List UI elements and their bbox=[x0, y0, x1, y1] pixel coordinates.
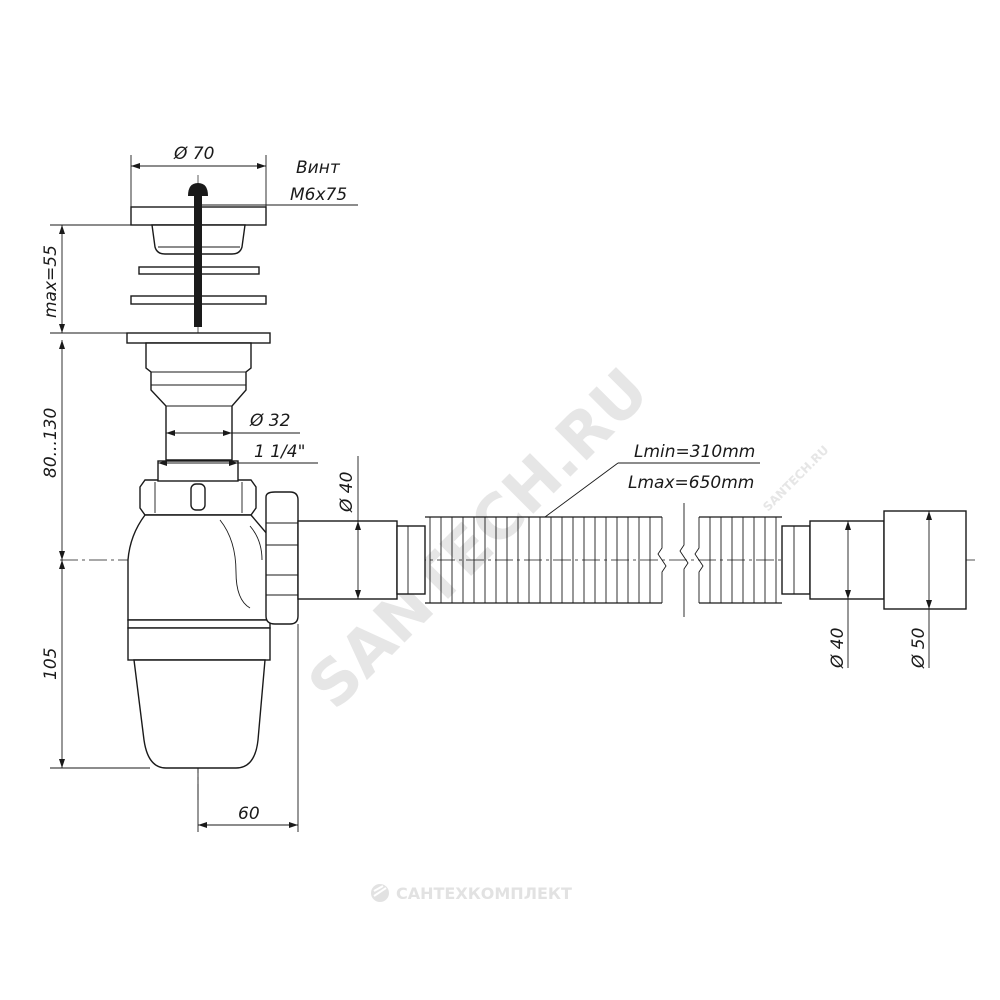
trap-body bbox=[127, 514, 271, 769]
watermark-bottom: САНТЕХКОМПЛЕКТ bbox=[371, 884, 572, 903]
break-mark bbox=[679, 503, 689, 617]
outlet-diameter-label: Ø 40 bbox=[337, 472, 357, 513]
watermark-bottom-text: САНТЕХКОМПЛЕКТ bbox=[396, 884, 572, 903]
length-callout: Lmin=310mm Lmax=650mm bbox=[544, 442, 760, 518]
corrugated-hose-left bbox=[425, 516, 667, 604]
thread-label: 1 1/4" bbox=[254, 442, 305, 462]
dimension-max-height: max=55 bbox=[41, 224, 150, 334]
outlet-pipe bbox=[297, 520, 426, 600]
dimension-thread: 1 1/4" bbox=[158, 442, 318, 466]
side-outlet-nut bbox=[265, 491, 299, 625]
watermark-corner: SANTECH.RU bbox=[760, 443, 831, 514]
offset-label: 60 bbox=[238, 804, 260, 824]
screw-label: Винт bbox=[296, 158, 341, 178]
dimension-end-small: Ø 40 bbox=[828, 521, 851, 669]
dimension-top-diameter: Ø 70 bbox=[130, 144, 267, 207]
union-nut bbox=[139, 460, 257, 516]
dimension-outlet-diameter: Ø 40 bbox=[337, 456, 361, 599]
corrugated-hose-right bbox=[694, 516, 782, 604]
length-max-label: Lmax=650mm bbox=[628, 473, 754, 493]
screw-callout: Винт M6x75 bbox=[198, 158, 358, 206]
santechkomplekt-logo-icon bbox=[371, 884, 389, 902]
screw bbox=[188, 183, 208, 327]
end-fittings bbox=[781, 510, 967, 610]
sink-flange bbox=[126, 332, 271, 461]
dimension-end-large: Ø 50 bbox=[909, 511, 932, 669]
max-height-label: max=55 bbox=[41, 245, 61, 318]
dimension-bottom-height: 105 bbox=[41, 560, 150, 769]
top-diameter-label: Ø 70 bbox=[173, 144, 214, 164]
end-small-label: Ø 40 bbox=[828, 628, 848, 669]
length-min-label: Lmin=310mm bbox=[634, 442, 755, 462]
bottom-height-label: 105 bbox=[41, 648, 61, 680]
pipe-diameter-label: Ø 32 bbox=[249, 411, 290, 431]
end-large-label: Ø 50 bbox=[909, 628, 929, 669]
dimension-offset: 60 bbox=[197, 624, 299, 832]
dimension-height-range: 80...130 bbox=[41, 340, 65, 560]
dimension-pipe-diameter: Ø 32 bbox=[166, 411, 300, 436]
screw-size: M6x75 bbox=[290, 185, 347, 205]
height-range-label: 80...130 bbox=[41, 408, 61, 478]
